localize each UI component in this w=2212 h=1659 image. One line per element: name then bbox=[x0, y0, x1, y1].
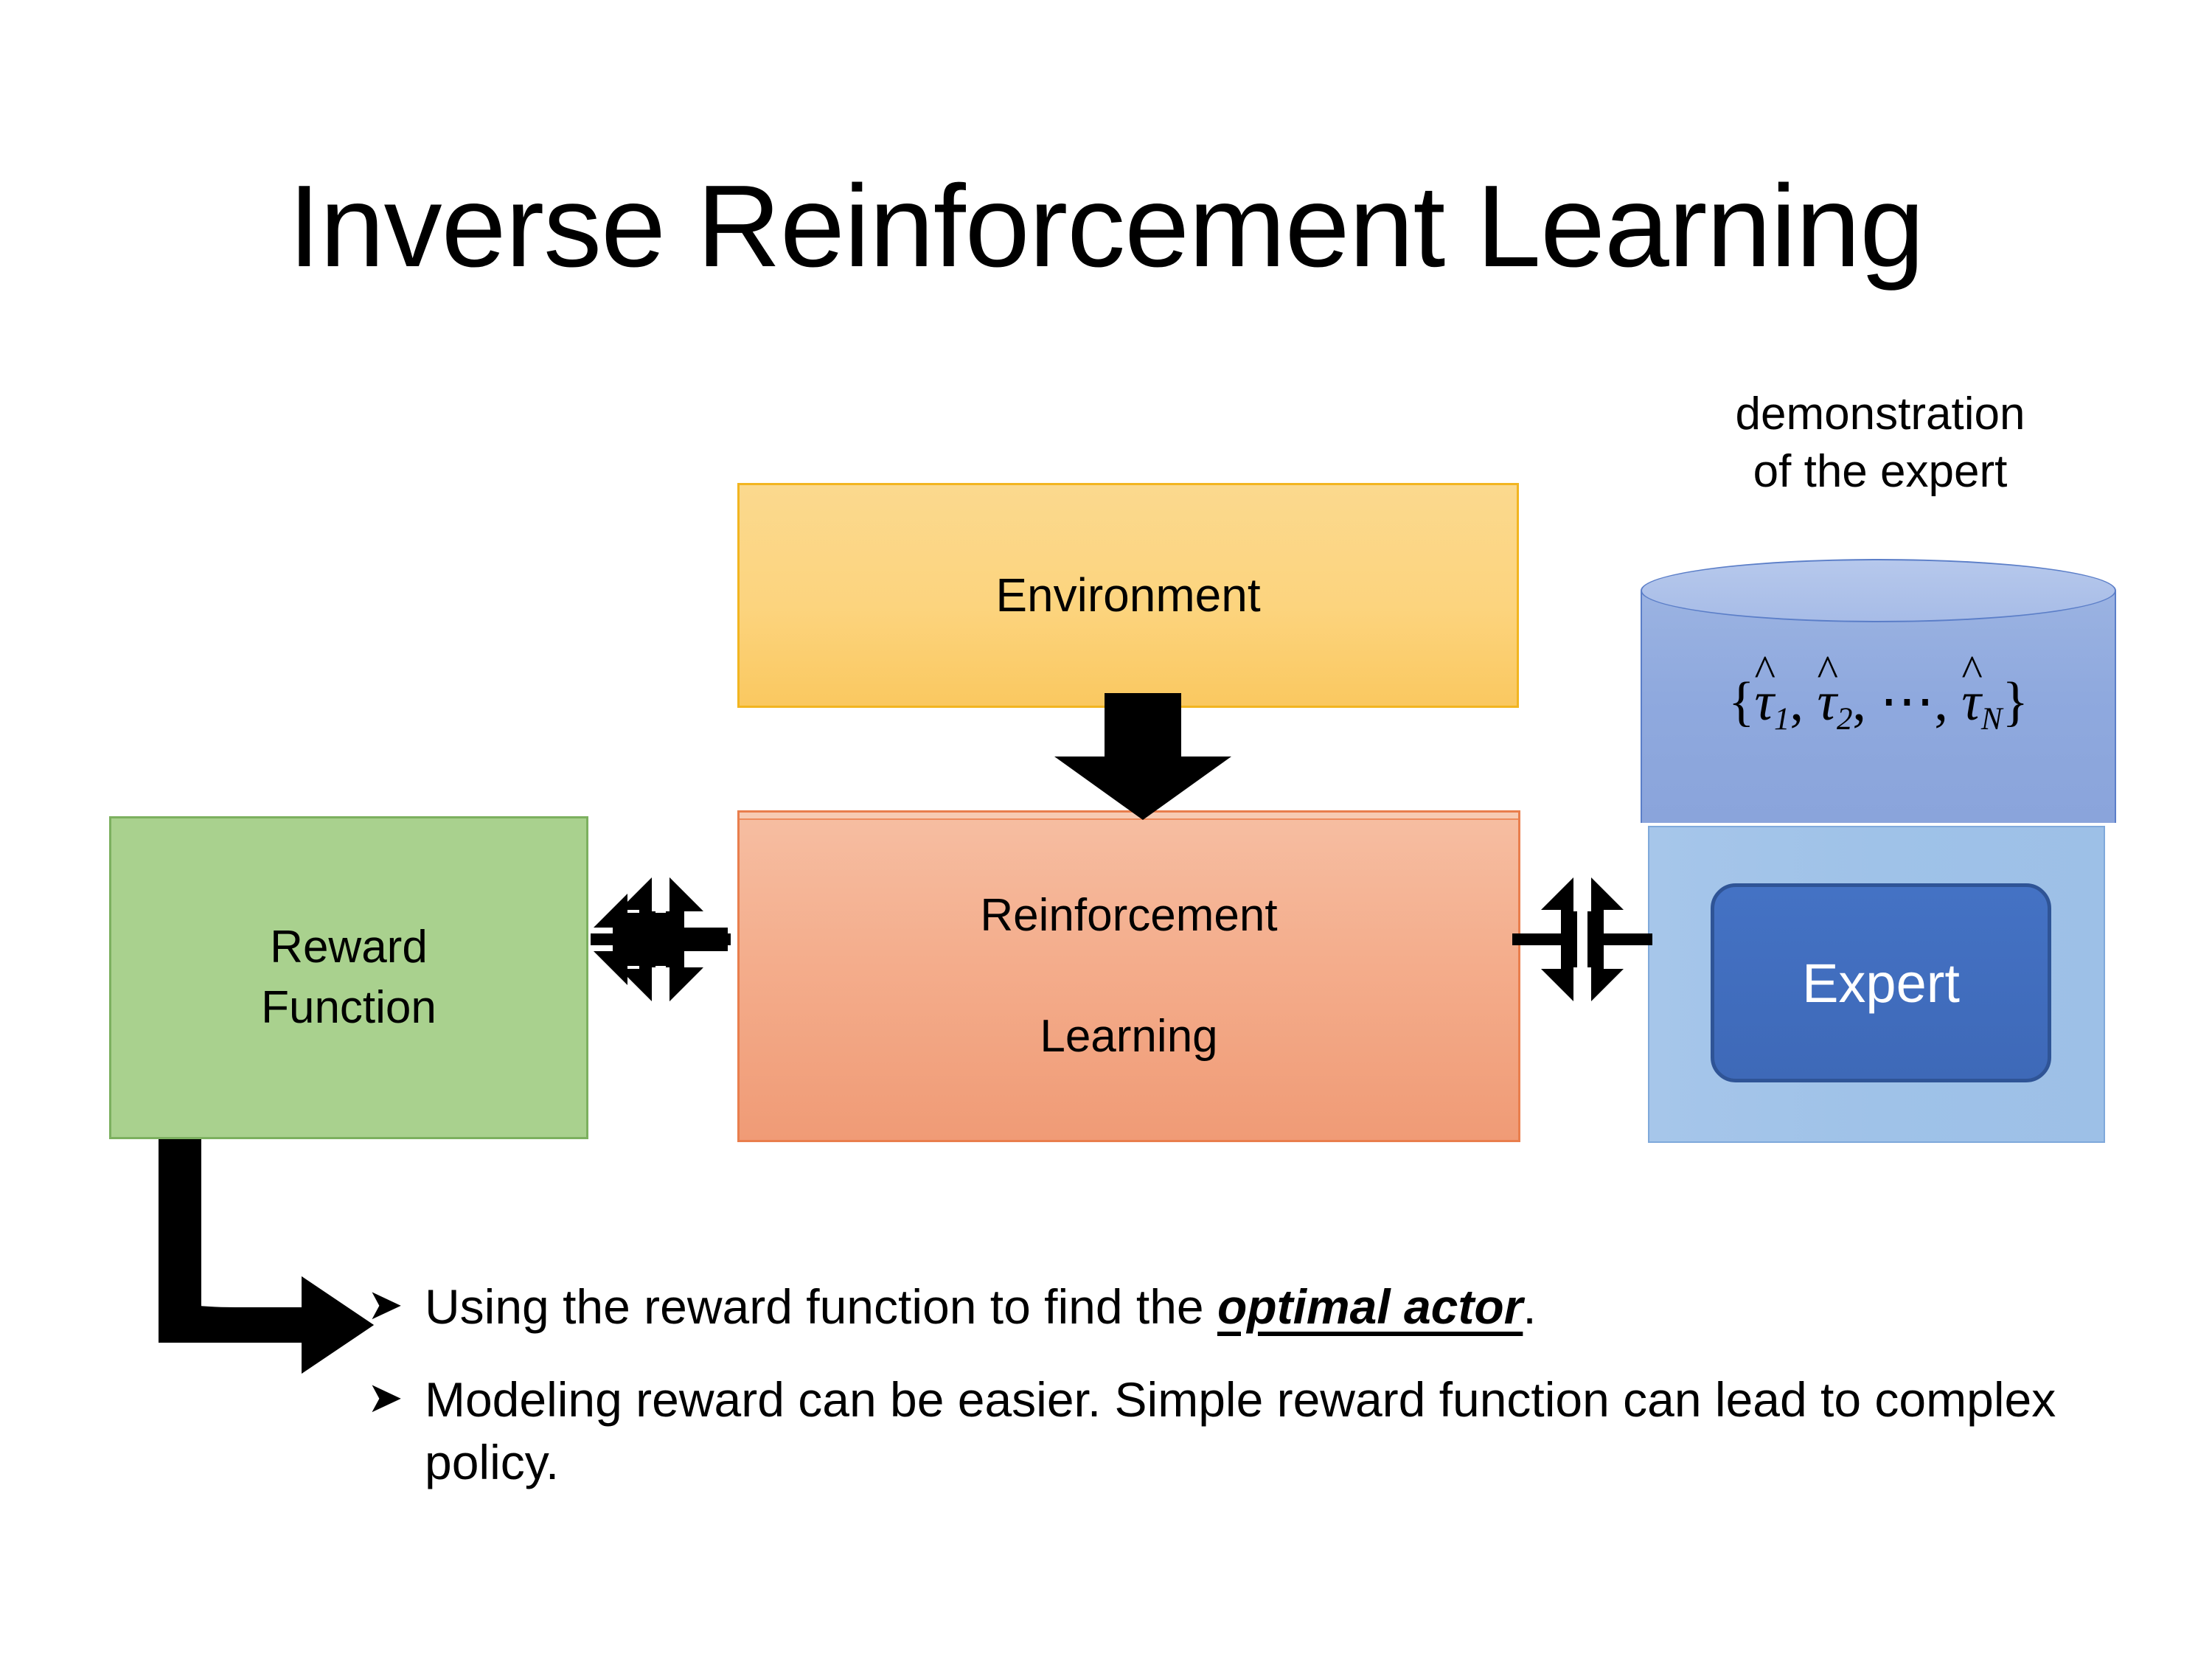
formula-sub-1: 1 bbox=[1773, 701, 1790, 737]
environment-label: Environment bbox=[995, 568, 1261, 622]
formula-close-brace: } bbox=[2002, 672, 2029, 732]
quad-arrow-icon-left bbox=[591, 877, 731, 1001]
rl-label-line2: Learning bbox=[1040, 1010, 1218, 1062]
formula-sub-n: N bbox=[1980, 701, 2003, 737]
formula-tau-glyph-1: τ bbox=[1754, 672, 1774, 732]
demonstration-caption: demonstration of the expert bbox=[1611, 386, 2149, 501]
bullet-1-text-after: . bbox=[1523, 1279, 1537, 1334]
cylinder-body bbox=[1641, 591, 2116, 823]
formula-hat-1: ^ bbox=[1754, 646, 1775, 696]
list-item: ➤ Using the reward function to find the … bbox=[367, 1276, 2078, 1338]
formula-tau-1: ^τ bbox=[1754, 649, 1775, 734]
rl-label-line1: Reinforcement bbox=[980, 890, 1278, 942]
bullet-list: ➤ Using the reward function to find the … bbox=[367, 1276, 2078, 1524]
page-title: Inverse Reinforcement Learning bbox=[288, 161, 1924, 291]
trajectory-set-formula: {^τ1, ^τ2, ⋯, ^τN} bbox=[1641, 649, 2116, 737]
bullet-arrow-icon: ➤ bbox=[367, 1374, 403, 1422]
formula-tau-2: ^τ bbox=[1817, 649, 1837, 734]
expert-box[interactable]: Expert bbox=[1711, 883, 2051, 1082]
bullet-1-emphasis: optimal actor bbox=[1217, 1279, 1523, 1334]
formula-hat-n: ^ bbox=[1961, 646, 1983, 696]
formula-comma-3: , bbox=[1934, 672, 1948, 732]
expert-label: Expert bbox=[1802, 952, 1960, 1014]
reward-function-label-line2: Function bbox=[261, 982, 437, 1033]
formula-hat-2: ^ bbox=[1817, 646, 1838, 696]
formula-comma-1: , bbox=[1790, 672, 1804, 732]
list-item: ➤ Modeling reward can be easier. Simple … bbox=[367, 1368, 2078, 1493]
formula-open-brace: { bbox=[1728, 672, 1755, 732]
cylinder-top-ellipse bbox=[1641, 559, 2116, 622]
formula-ellipsis: ⋯ bbox=[1879, 672, 1935, 732]
formula-tau-glyph-2: τ bbox=[1817, 672, 1837, 732]
demonstration-caption-line1: demonstration bbox=[1735, 389, 2025, 439]
bullet-text-1: Using the reward function to find the op… bbox=[425, 1276, 2078, 1338]
formula-comma-2: , bbox=[1852, 672, 1866, 732]
bent-arrow-icon bbox=[158, 1139, 374, 1374]
bullet-arrow-icon: ➤ bbox=[367, 1281, 403, 1329]
formula-sub-2: 2 bbox=[1836, 701, 1853, 737]
quad-arrow-icon-right bbox=[1512, 877, 1652, 1001]
demonstration-cylinder[interactable]: {^τ1, ^τ2, ⋯, ^τN} bbox=[1641, 559, 2116, 854]
reward-function-label: Reward Function bbox=[261, 917, 437, 1038]
environment-box[interactable]: Environment bbox=[737, 483, 1519, 708]
reward-function-box[interactable]: Reward Function bbox=[109, 816, 588, 1139]
reinforcement-learning-box[interactable]: Reinforcement Learning bbox=[737, 810, 1520, 1142]
demonstration-caption-line2: of the expert bbox=[1753, 446, 2008, 498]
bullet-1-text-before: Using the reward function to find the bbox=[425, 1279, 1217, 1334]
formula-tau-n: ^τ bbox=[1961, 649, 1982, 734]
rl-box-top-accent bbox=[740, 813, 1518, 820]
reward-function-label-line1: Reward bbox=[270, 922, 428, 973]
bullet-text-2: Modeling reward can be easier. Simple re… bbox=[425, 1372, 2056, 1489]
down-arrow-icon bbox=[1054, 693, 1231, 820]
formula-tau-glyph-n: τ bbox=[1961, 672, 1981, 732]
reinforcement-learning-label: Reinforcement Learning bbox=[980, 886, 1277, 1066]
